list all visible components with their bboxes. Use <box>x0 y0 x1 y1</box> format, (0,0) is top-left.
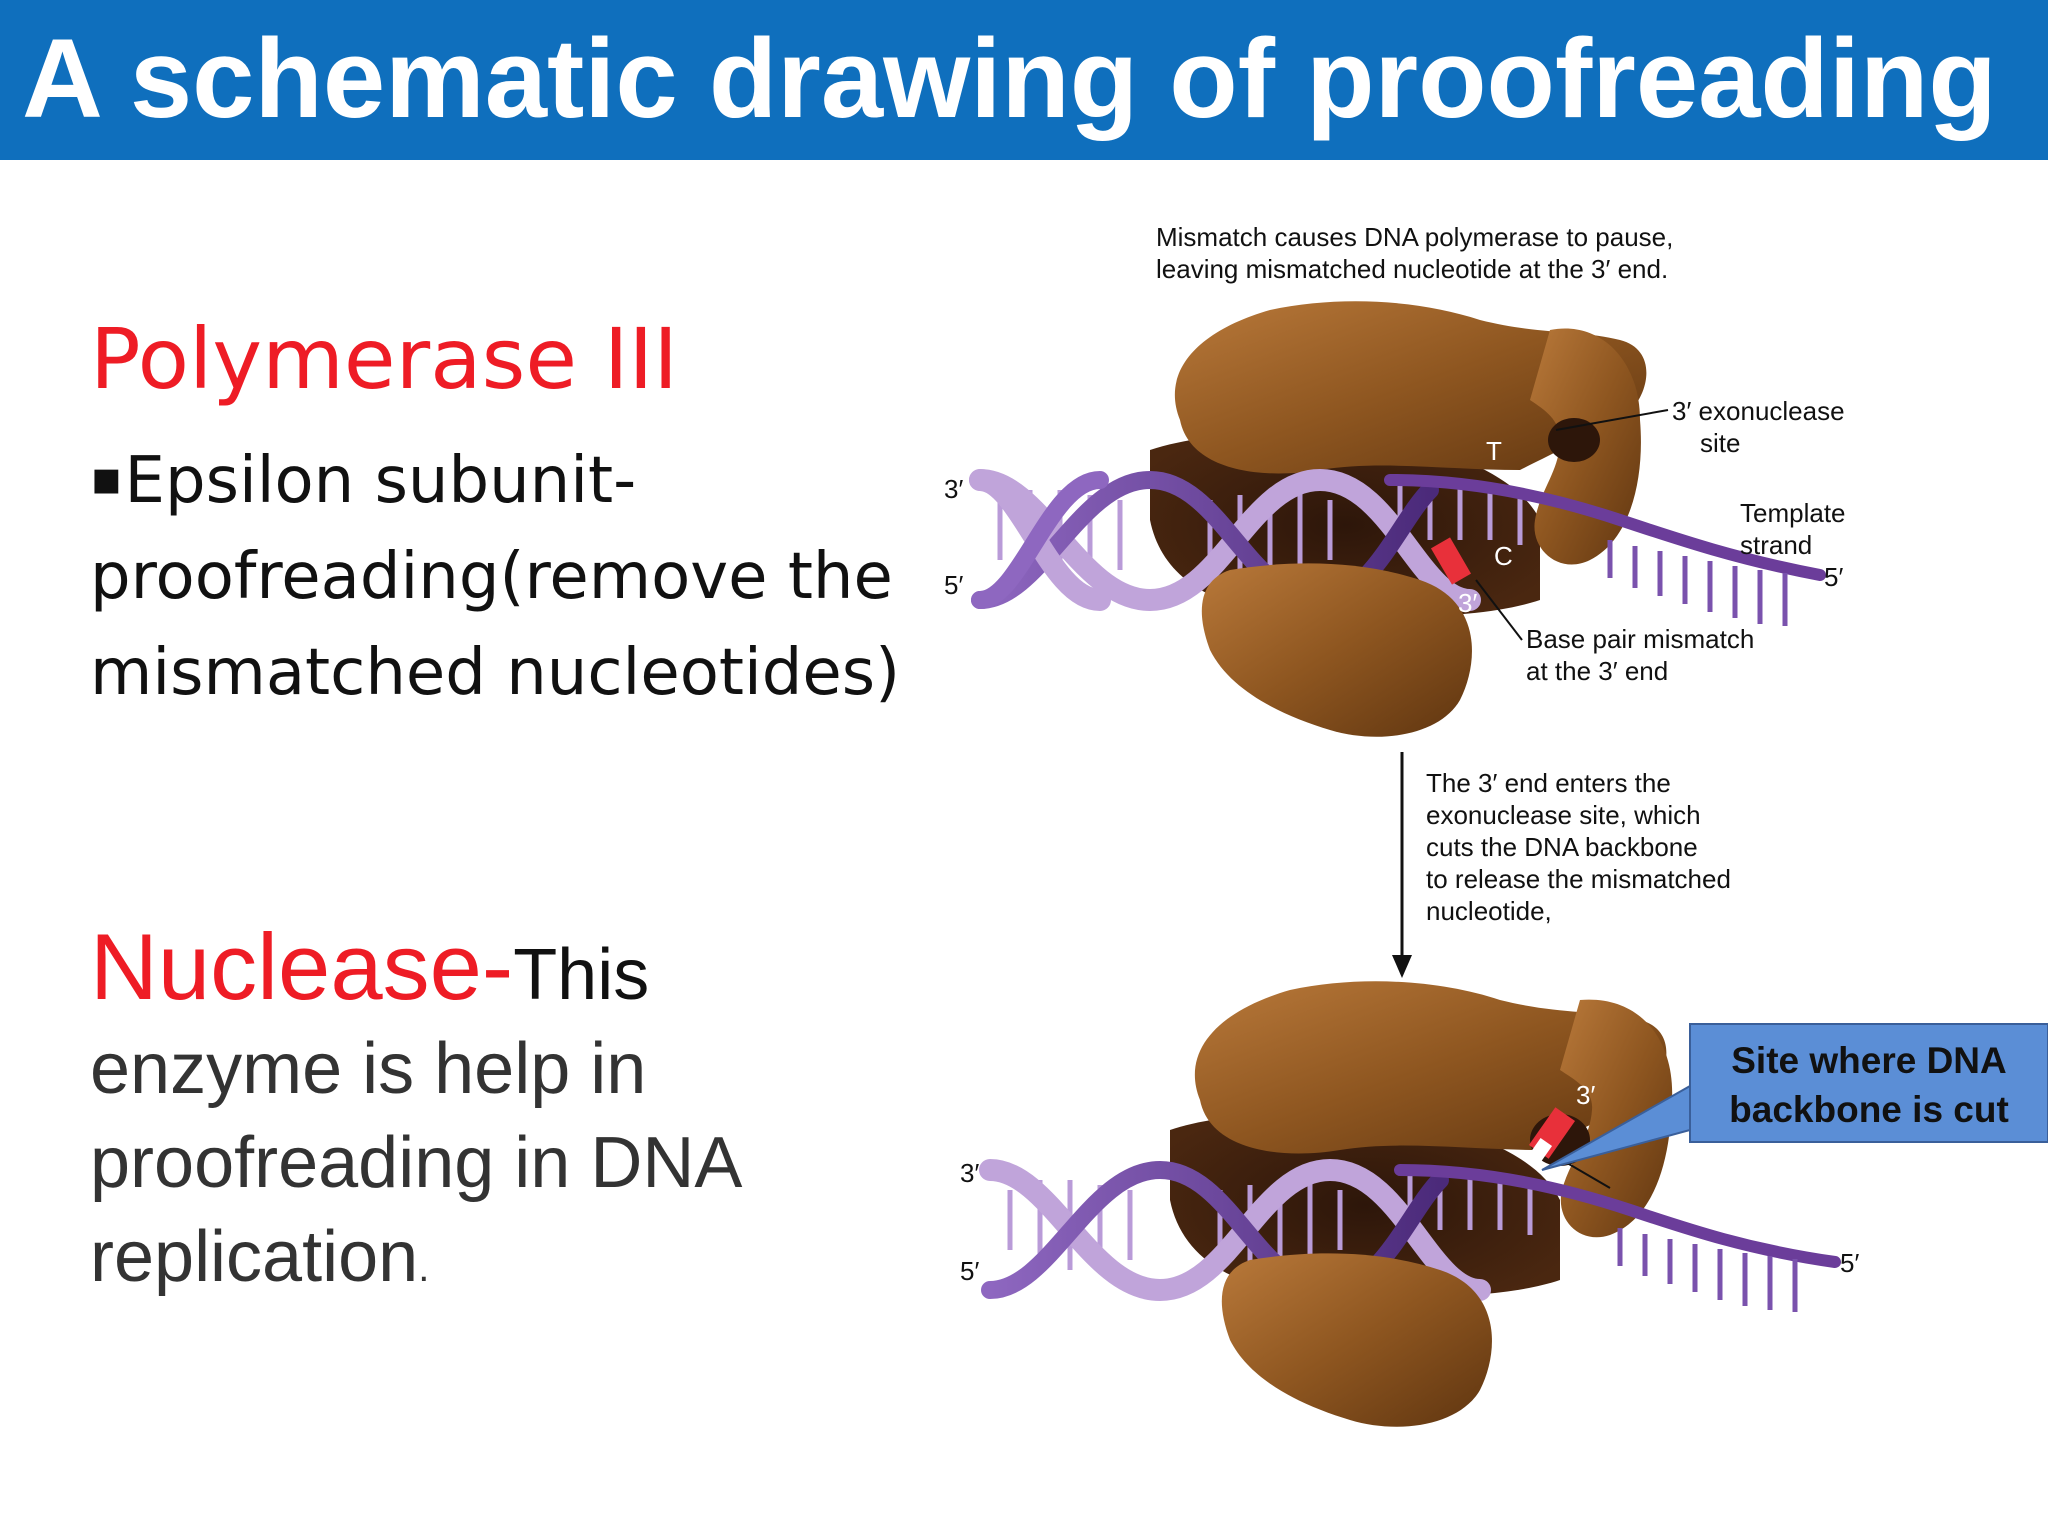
template-label-line-1: Template <box>1740 498 1846 528</box>
exonuclease-label-line-2: site <box>1700 428 1740 458</box>
polymerase-bottom <box>979 981 1841 1427</box>
polymerase-line-3: mismatched nucleotides) <box>90 636 901 710</box>
mismatch-label-line-1: Base pair mismatch <box>1526 624 1754 654</box>
top-caption-line-1: Mismatch causes DNA polymerase to pause, <box>1156 222 1673 252</box>
callout-text: Site where DNA backbone is cut <box>1690 1036 2048 1134</box>
dna-helix-bottom <box>979 1107 1841 1312</box>
bottom-5prime-right: 5′ <box>1840 1248 1859 1278</box>
enzyme-thumb-bottom <box>1560 999 1673 1238</box>
top-leader-lines <box>1475 409 1669 641</box>
polymerase-top <box>969 301 1826 737</box>
title-bar: A schematic drawing of proofreading <box>0 0 2048 160</box>
enzyme-lower-lobe <box>1201 563 1472 737</box>
step-caption-line-3: cuts the DNA backbone <box>1426 832 1698 862</box>
enzyme-upper-lobe <box>1174 301 1647 474</box>
mismatch-label-line-2: at the 3′ end <box>1526 656 1668 686</box>
polymerase-line-1: Epsilon subunit- <box>124 444 637 518</box>
nuclease-heading: Nuclease- <box>90 914 514 1019</box>
cut-site-leader <box>1561 1159 1611 1189</box>
top-labels: 3′ exonuclease site Template strand Base… <box>944 396 1846 686</box>
polymerase-line-2: proofreading(remove the <box>90 540 893 614</box>
bottom-5prime-left: 5′ <box>960 1256 979 1286</box>
cut-site-callout <box>1541 1023 2048 1171</box>
exonuclease-pocket-top <box>1548 418 1600 462</box>
polymerase-heading: Polymerase III <box>90 310 679 408</box>
callout-line-1: Site where DNA <box>1731 1040 2007 1081</box>
top-caption: Mismatch causes DNA polymerase to pause,… <box>1156 222 1673 284</box>
dna-helix-top <box>969 468 1826 626</box>
nuclease-period: . <box>418 1246 430 1290</box>
bottom-3prime-exo: 3′ <box>1576 1080 1595 1110</box>
mismatch-nucleotide-top <box>1430 537 1472 585</box>
nuclease-description: Nuclease-This enzyme is help in proofrea… <box>90 920 890 1315</box>
step-caption-line-4: to release the mismatched <box>1426 864 1731 894</box>
template-label-line-2: strand <box>1740 530 1812 560</box>
bottom-labels: 3′ 5′ 5′ 3′ <box>960 1080 1859 1286</box>
nuclease-text: enzyme is help in proofreading in DNA re… <box>90 1029 739 1297</box>
base-t-label: T <box>1486 436 1502 466</box>
nuclease-first-word: This <box>513 935 650 1015</box>
step-caption: The 3′ end enters the exonuclease site, … <box>1426 768 1731 926</box>
slide-title: A schematic drawing of proofreading <box>22 16 1997 141</box>
polymerase-description: ▪Epsilon subunit- proofreading(remove th… <box>90 430 930 721</box>
enzyme-upper-lobe-bottom <box>1194 981 1667 1154</box>
top-3prime-mismatch: 3′ <box>1458 588 1477 618</box>
step-arrow <box>1392 752 1412 978</box>
square-bullet-icon: ▪ <box>90 450 123 506</box>
step-caption-line-2: exonuclease site, which <box>1426 800 1701 830</box>
base-c-label: C <box>1494 541 1513 571</box>
top-5prime-right: 5′ <box>1824 562 1843 592</box>
callout-box <box>1689 1023 2048 1143</box>
exonuclease-label-line-1: 3′ exonuclease <box>1672 396 1845 426</box>
top-3prime-left: 3′ <box>944 474 963 504</box>
top-caption-line-2: leaving mismatched nucleotide at the 3′ … <box>1156 254 1668 284</box>
enzyme-lower-lobe-bottom <box>1221 1253 1492 1427</box>
step-caption-line-5: nucleotide, <box>1426 896 1552 926</box>
top-5prime-left: 5′ <box>944 570 963 600</box>
step-caption-line-1: The 3′ end enters the <box>1426 768 1671 798</box>
bottom-3prime-left: 3′ <box>960 1158 979 1188</box>
left-text-panel: Polymerase III ▪Epsilon subunit- proofre… <box>0 160 940 1536</box>
callout-line-2: backbone is cut <box>1729 1089 2009 1130</box>
